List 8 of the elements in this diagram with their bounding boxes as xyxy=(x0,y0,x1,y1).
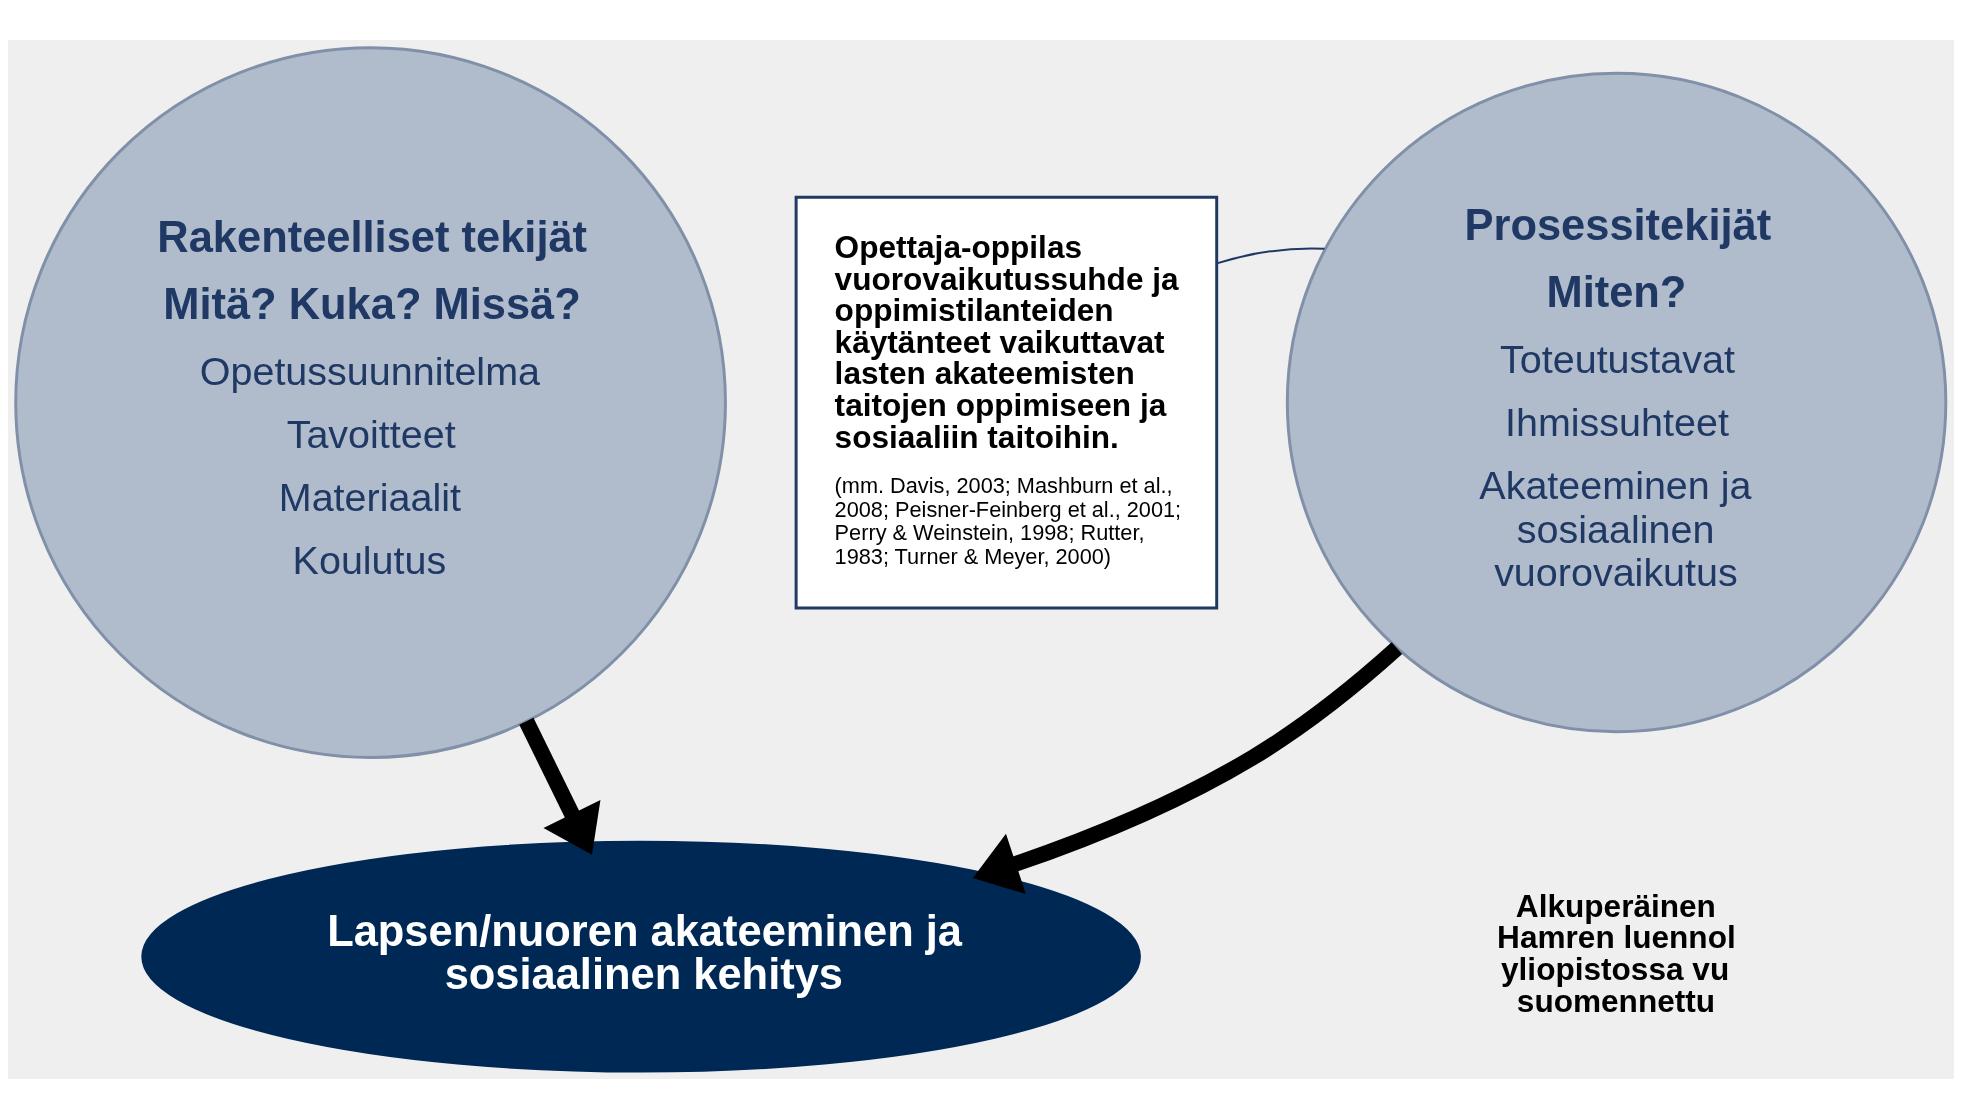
arrow xyxy=(519,717,601,855)
arrow xyxy=(972,641,1403,894)
label: Alkuperäinen Hamren luennol yliopistossa vu suomennettu xyxy=(1497,887,1736,1019)
node-circle: Prosessitekijät Miten? Toteutustavat Ihmissuhteet Akateeminen ja sosiaalinen vuorovaikutus xyxy=(1285,71,1948,733)
node-ellipse: Lapsen/nuoren akateeminen ja sosiaalinen kehitys xyxy=(141,840,1141,1073)
node-box: Opettaja-oppilas vuorovaikutussuhde ja oppimistilanteiden käytänteet vaikuttavat lasten akateemisten taitojen oppimiseen ja sosiaaliin taitoihin. (mm. Davis, 2003; Mashburn et al., 2008; Peisner-Feinberg et al., 2001; Perry & Weinstein, 1998; Rutter, 1983; Turner & Meyer, 2000) xyxy=(794,195,1219,609)
node-circle: Rakenteelliset tekijät Mitä? Kuka? Missä? Opetussuunnitelma Tavoitteet Materiaalit Koulutus xyxy=(14,45,727,759)
connector xyxy=(1215,247,1326,264)
